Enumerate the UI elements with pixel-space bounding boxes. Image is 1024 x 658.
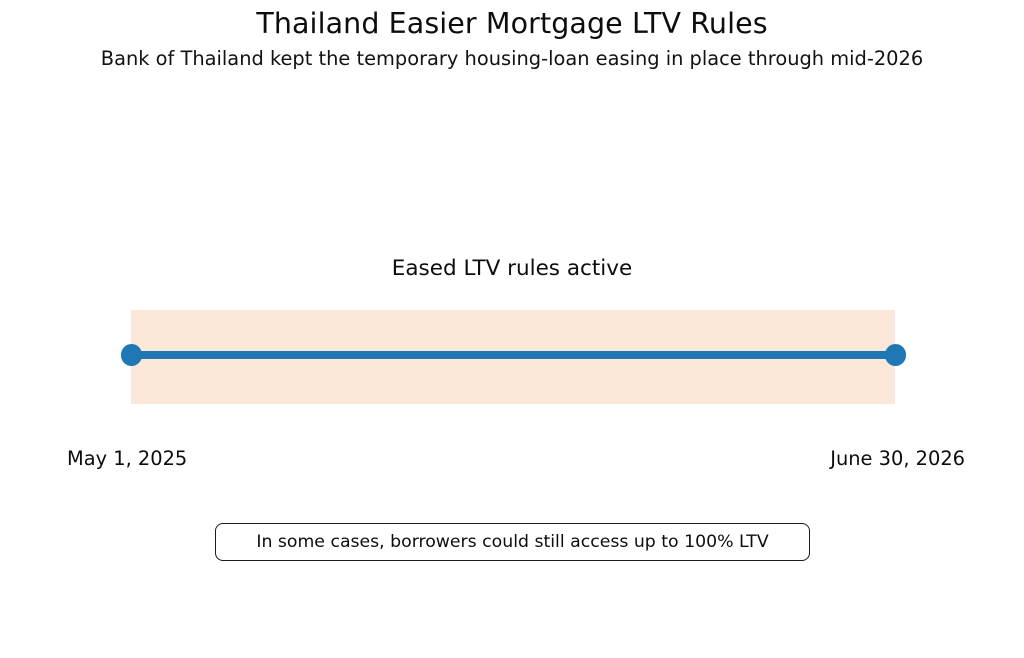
timeline-start-date-label: May 1, 2025 xyxy=(67,447,188,470)
timeline-end-marker-dot xyxy=(884,344,906,366)
page-title: Thailand Easier Mortgage LTV Rules xyxy=(256,7,768,40)
page-subtitle: Bank of Thailand kept the temporary hous… xyxy=(100,47,924,70)
timeline-start-marker-dot xyxy=(120,344,142,366)
timeline-end-date-label: June 30, 2026 xyxy=(830,447,965,470)
annotation-callout-text: In some cases, borrowers could still acc… xyxy=(256,532,769,552)
timeline-period-label: Eased LTV rules active xyxy=(391,256,633,281)
timeline-duration-bar xyxy=(131,351,895,359)
annotation-callout-box: In some cases, borrowers could still acc… xyxy=(215,523,810,561)
